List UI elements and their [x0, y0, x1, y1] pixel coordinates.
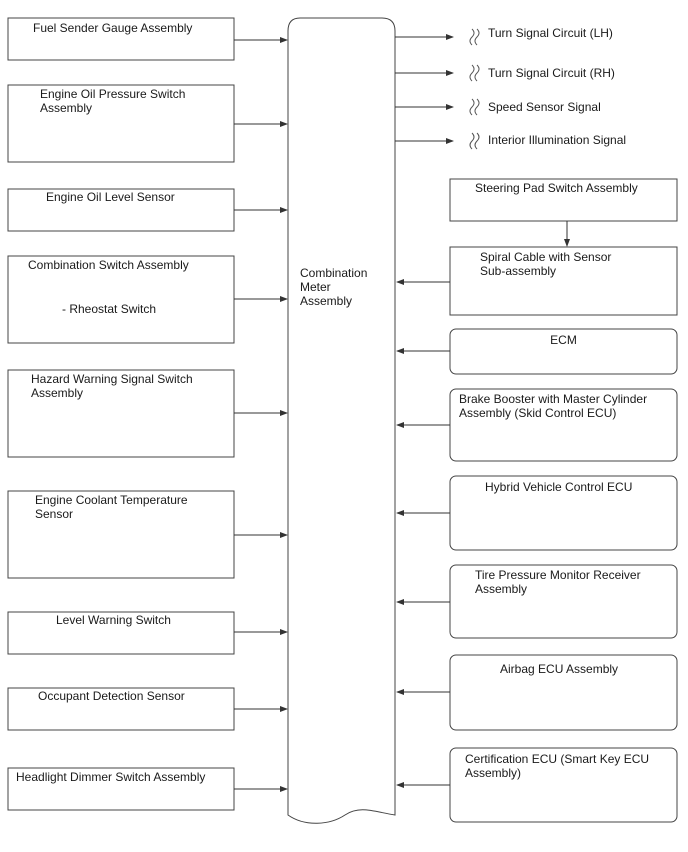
left-label-6: Level Warning Switch [56, 613, 171, 627]
left-label-2: Engine Oil Level Sensor [46, 190, 175, 204]
left-box-5 [7, 490, 235, 579]
combination-meter-block [287, 17, 396, 824]
output-label-2: Speed Sensor Signal [488, 100, 601, 114]
left-box-7 [7, 687, 235, 731]
left-sublabel-3: - Rheostat Switch [62, 302, 157, 316]
right-label-2: Brake Booster with Master Cylinder Assem… [459, 392, 648, 420]
steering-pad-label: Steering Pad Switch Assembly [475, 181, 638, 195]
left-label-0: Fuel Sender Gauge Assembly [33, 21, 193, 35]
output-label-0: Turn Signal Circuit (LH) [488, 26, 613, 40]
combination-meter-title: Combination Meter Assembly [300, 266, 368, 308]
left-box-0 [7, 17, 235, 61]
left-box-6 [7, 611, 235, 655]
right-label-4: Tire Pressure Monitor Receiver Assembly [475, 568, 641, 596]
right-label-6: Certification ECU (Smart Key ECU Assembl… [465, 752, 650, 780]
left-box-1 [7, 84, 235, 163]
left-label-7: Occupant Detection Sensor [38, 689, 185, 703]
output-label-3: Interior Illumination Signal [488, 133, 627, 147]
right-label-1: ECM [550, 333, 577, 347]
left-label-8: Headlight Dimmer Switch Assembly [16, 770, 206, 784]
steering-pad-box [449, 178, 678, 222]
left-box-8 [7, 767, 235, 811]
left-label-4: Hazard Warning Signal Switch Assembly [31, 372, 193, 400]
left-label-3: Combination Switch Assembly [28, 258, 189, 272]
break-mark-2 [469, 98, 480, 116]
left-box-3 [7, 255, 235, 344]
break-mark-1 [469, 64, 480, 82]
left-label-5: Engine Coolant Temperature Sensor [35, 493, 188, 521]
right-label-5: Airbag ECU Assembly [500, 662, 619, 676]
right-box-0 [449, 246, 678, 316]
left-box-4 [7, 369, 235, 458]
break-mark-3 [469, 132, 480, 150]
right-label-0: Spiral Cable with Sensor Sub-assembly [480, 250, 612, 278]
break-mark-0 [469, 28, 480, 46]
right-label-3: Hybrid Vehicle Control ECU [485, 480, 633, 494]
left-label-1: Engine Oil Pressure Switch Assembly [40, 87, 186, 115]
output-label-1: Turn Signal Circuit (RH) [488, 66, 615, 80]
left-box-2 [7, 188, 235, 232]
